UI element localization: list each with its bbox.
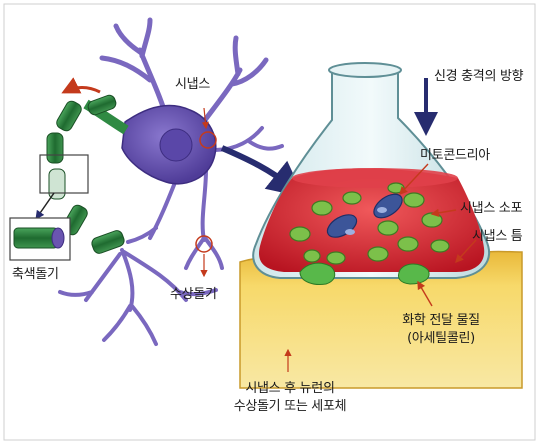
- label-dendrite: 수상돌기: [170, 286, 217, 303]
- label-impulse-direction: 신경 충격의 방향: [434, 68, 523, 85]
- label-neurotransmitter-1: 화학 전달 물질: [386, 312, 496, 329]
- nucleus: [160, 129, 192, 161]
- label-neurotransmitter-2: (아세틸콜린): [386, 330, 496, 347]
- label-synapse: 시냅스: [175, 76, 210, 93]
- zoom-arrow: [222, 148, 290, 186]
- label-synaptic-cleft: 시냅스 틈: [472, 228, 522, 245]
- label-mitochondria: 미토콘드리아: [420, 147, 490, 164]
- label-axon: 축색돌기: [12, 266, 59, 283]
- axon-direction-arrow: [64, 88, 100, 93]
- label-postsynaptic-1: 시냅스 후 뉴런의: [210, 380, 370, 397]
- label-synaptic-vesicle: 시냅스 소포: [460, 200, 522, 217]
- presynaptic-terminal: [253, 63, 489, 278]
- label-postsynaptic-2: 수상돌기 또는 세포체: [210, 398, 370, 415]
